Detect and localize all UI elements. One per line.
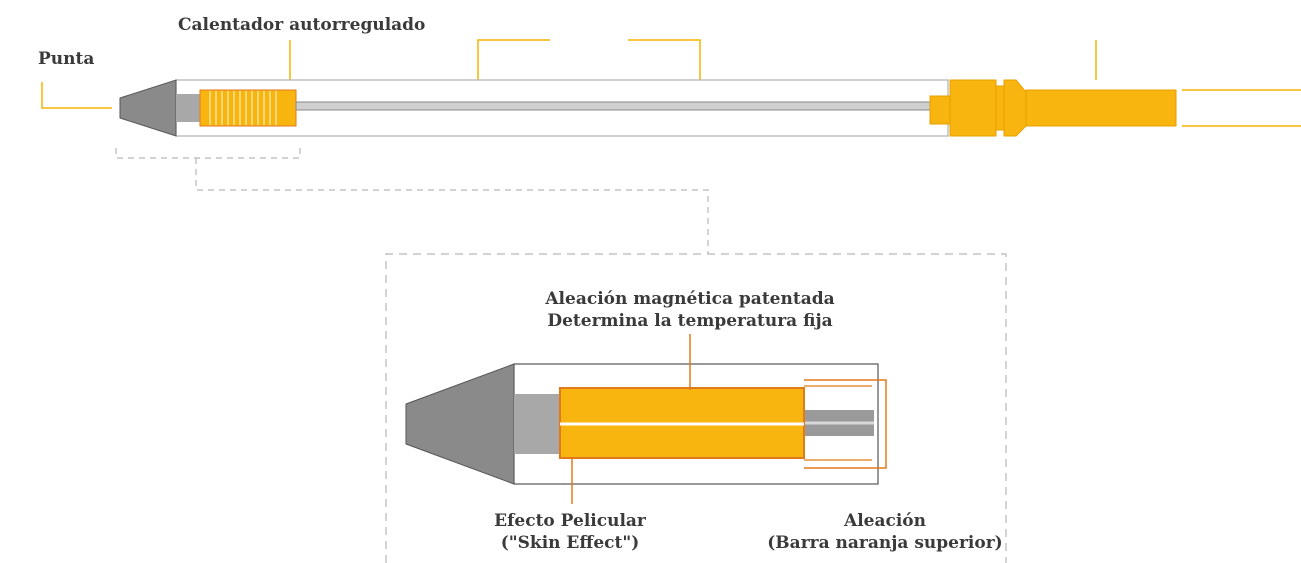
zoom-bracket [115,148,301,159]
skin-effect-line1: Efecto Pelicular [494,511,646,531]
heater-coil [199,89,297,127]
tip-collar [176,94,204,122]
tip-callout-line [41,82,112,109]
shaft-rod [295,101,933,111]
detail-frame [385,253,1007,563]
alloy-bracket-upper [804,379,887,469]
heater-windings [209,91,277,125]
detail-tip-cone [405,363,515,485]
alloy-title-label: Aleación magnética patentada Determina l… [490,288,890,332]
cartridge-handle [929,79,1177,137]
zoom-connector [195,158,709,254]
alloy-label: Aleación (Barra naranja superior) [760,510,1010,554]
heater-label: Calentador autorregulado [178,15,426,35]
skin-effect-label: Efecto Pelicular ("Skin Effect") [470,510,670,554]
alloy-title-line1: Aleación magnética patentada [545,289,835,309]
alloy-line2: (Barra naranja superior) [767,533,1003,553]
shaft-callout-bracket [477,39,550,92]
detail-tip-collar [514,394,566,454]
alloy-title-line2: Determina la temperatura fija [547,311,833,331]
shaft-callout-bracket-right [628,39,701,92]
alloy-line1: Aleación [844,511,926,531]
tip-cone [119,79,177,137]
tip-label: Punta [38,49,95,69]
cartridge-overview [41,39,1301,254]
heater-detail [385,253,1007,563]
skin-effect-line2: ("Skin Effect") [500,533,640,553]
